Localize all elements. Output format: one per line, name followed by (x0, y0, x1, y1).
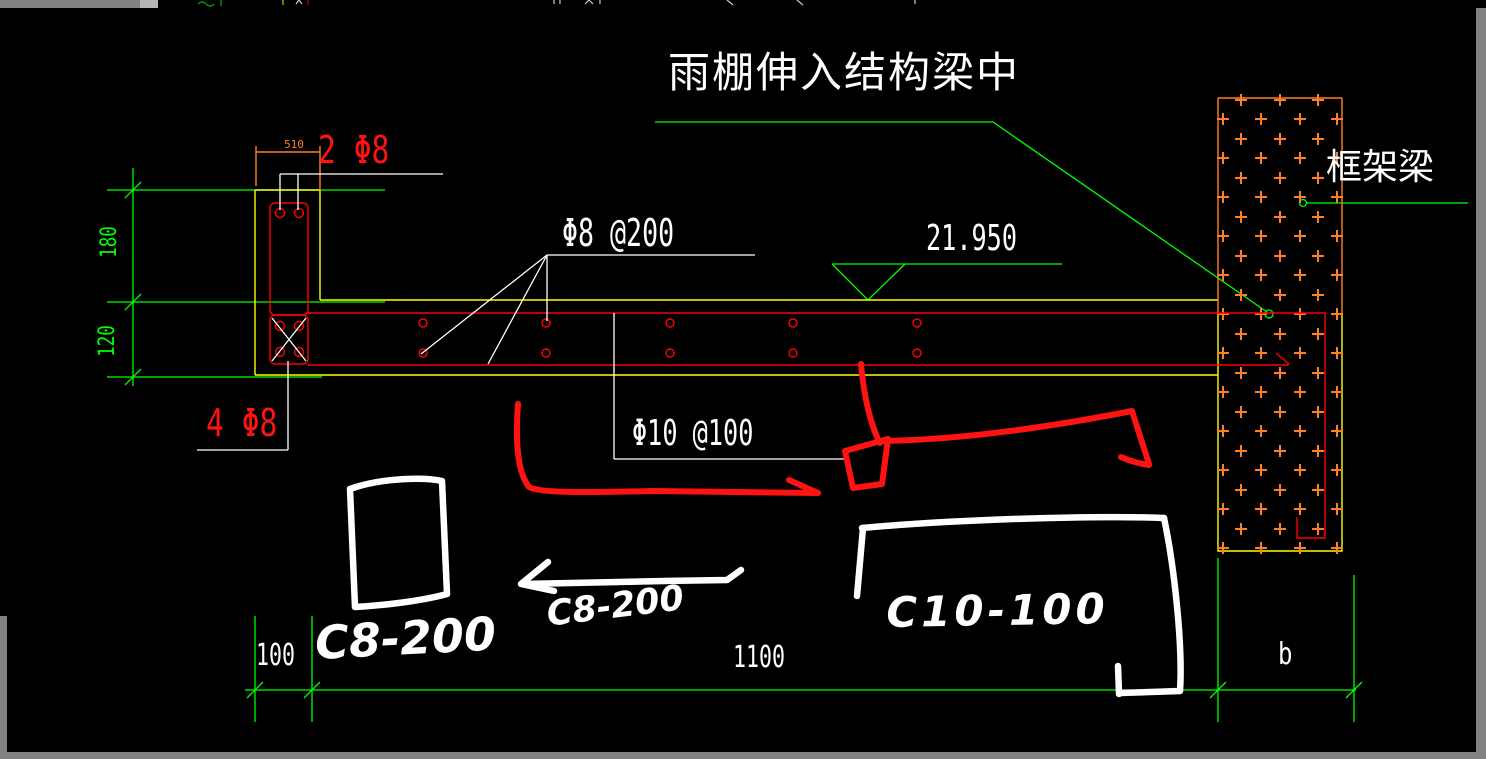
white-marker-annotation (346, 475, 1184, 698)
dim-upstand-width: 510 (284, 138, 304, 151)
handwritten-note-right: C10-100 (885, 584, 1110, 637)
dim-upstand-height: 180 (97, 226, 122, 258)
window-border-top-left (0, 0, 140, 8)
window-border-right (1476, 8, 1486, 759)
dim-slab-depth: 120 (95, 325, 120, 357)
concrete-outline (254, 189, 1343, 552)
concrete-hatch-crosses (1217, 94, 1343, 554)
red-marker-annotation (513, 361, 1152, 496)
window-border-top-left-light (140, 0, 158, 8)
window-border-left (0, 616, 7, 759)
dim-left-offset: 100 (256, 638, 296, 673)
elevation-value: 21.950 (926, 218, 1018, 259)
white-leader-lines (197, 173, 845, 460)
rebar-lines (269, 202, 1326, 539)
dim-beam-width: b (1278, 637, 1293, 672)
dim-span: 1100 (733, 640, 786, 675)
top-edge-fragments (197, 0, 916, 7)
label-top-bars: 2 Φ8 (318, 128, 390, 172)
green-dimension-lines (107, 121, 1468, 722)
label-upstand-bars: 4 Φ8 (206, 401, 278, 445)
label-slab-bottom-bars: Φ10 @100 (632, 413, 754, 454)
label-slab-top-bars: Φ8 @200 (562, 211, 675, 255)
frame-beam-outline (255, 97, 1343, 315)
drawing-title: 雨棚伸入结构梁中 (668, 48, 1021, 97)
window-border-bottom (0, 752, 1486, 759)
frame-beam-label: 框架梁 (1326, 147, 1435, 188)
handwritten-note-left: C8-200 (313, 606, 498, 670)
